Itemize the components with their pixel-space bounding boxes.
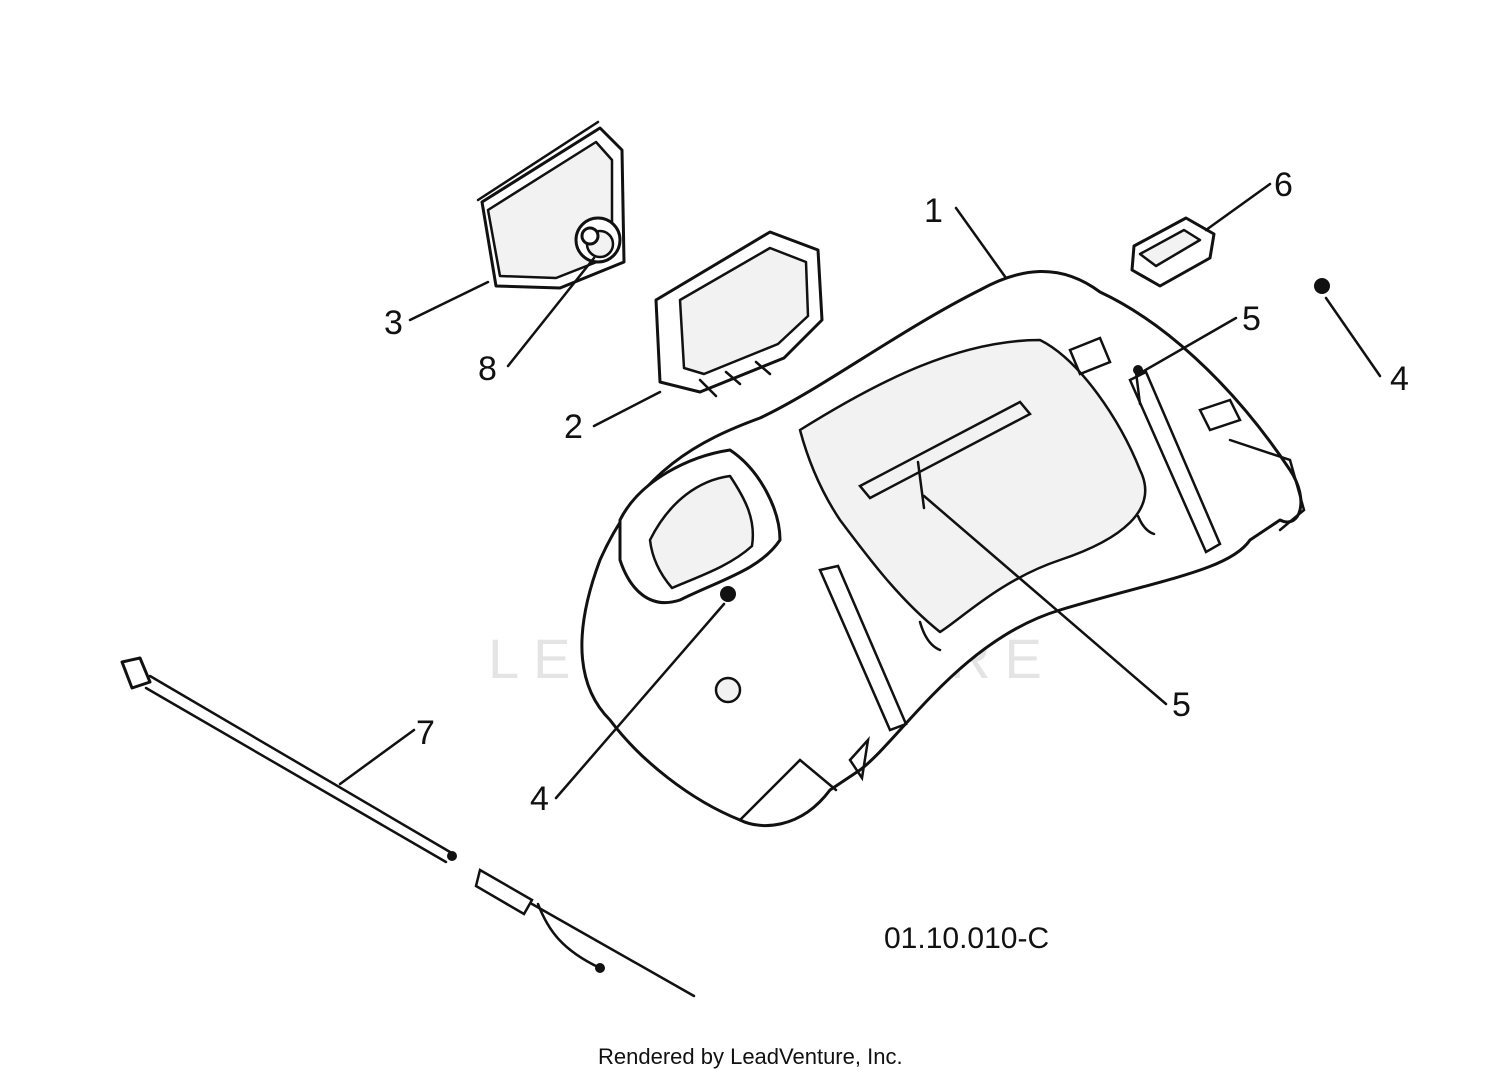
callout-4-left: 4 bbox=[530, 780, 549, 818]
callout-1: 1 bbox=[924, 192, 943, 230]
leader-6 bbox=[1204, 182, 1272, 232]
render-credit: Rendered by LeadVenture, Inc. bbox=[598, 1044, 903, 1069]
callout-5-lower: 5 bbox=[1172, 686, 1191, 724]
diagram-code: 01.10.010-C bbox=[884, 922, 1049, 955]
leader-4-right bbox=[1324, 296, 1382, 378]
callout-7: 7 bbox=[416, 714, 435, 752]
leader-4-left bbox=[554, 602, 726, 800]
leader-7 bbox=[338, 728, 416, 786]
callout-8: 8 bbox=[478, 350, 497, 388]
callout-4-right: 4 bbox=[1390, 360, 1409, 398]
leader-3 bbox=[408, 280, 490, 322]
part-clip-upper bbox=[1133, 365, 1143, 406]
callout-2: 2 bbox=[564, 408, 583, 446]
part-headlight-housing bbox=[476, 120, 626, 290]
part-screw-right bbox=[1314, 278, 1330, 294]
leader-5-upper bbox=[1140, 316, 1238, 374]
part-clip-lower bbox=[916, 460, 926, 510]
part-screw-left bbox=[720, 586, 736, 602]
callout-6: 6 bbox=[1274, 166, 1293, 204]
leader-1 bbox=[954, 206, 1008, 280]
part-bulb bbox=[580, 226, 600, 246]
callout-3: 3 bbox=[384, 304, 403, 342]
leader-2 bbox=[592, 390, 662, 428]
part-bezel-frame bbox=[654, 230, 824, 398]
part-hood-console bbox=[580, 270, 1306, 827]
callout-5-upper: 5 bbox=[1242, 300, 1261, 338]
leader-5-lower bbox=[922, 494, 1168, 706]
part-switch bbox=[1130, 216, 1216, 288]
part-wire-harness bbox=[120, 656, 696, 998]
leader-8 bbox=[506, 256, 596, 368]
